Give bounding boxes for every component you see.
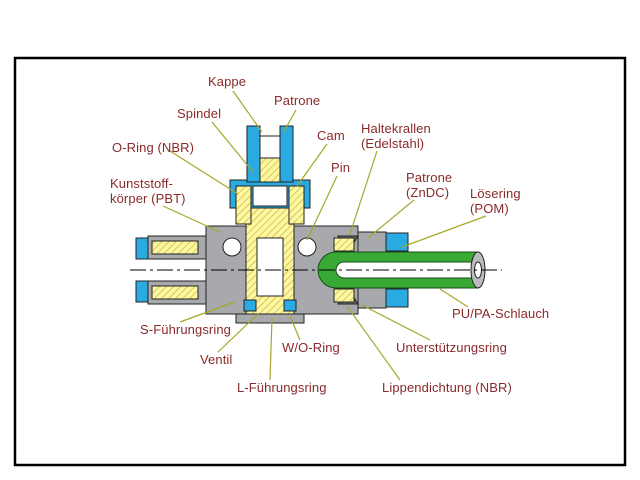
label-pu-pa-schlauch: PU/PA-Schlauch xyxy=(452,306,550,321)
leader-pu-pa-schlauch xyxy=(439,288,469,308)
leader-unterstuetzungsring xyxy=(361,304,431,341)
label-w-o-ring: W/O-Ring xyxy=(282,340,340,355)
leader-haltekrallen xyxy=(349,150,378,235)
leader-cam xyxy=(296,143,328,187)
label-s-fuehrungsring: S-Führungsring xyxy=(140,322,231,337)
label-kappe: Kappe xyxy=(208,74,247,89)
stem-right xyxy=(279,125,294,183)
leader-kunststoffkoerper xyxy=(162,205,221,233)
cam-hole-left xyxy=(222,237,242,257)
lip-seal-bottom xyxy=(333,288,355,303)
pin-hole-right xyxy=(297,237,317,257)
label-o-ring: O-Ring (NBR) xyxy=(112,140,195,155)
stem-left xyxy=(246,125,261,183)
label-l-fuehrungsring: L-Führungsring xyxy=(237,380,327,395)
leader-l-fuehrungsring xyxy=(269,317,273,381)
label-patrone-top: Patrone xyxy=(274,93,321,108)
lip-seal-top xyxy=(333,237,355,252)
left-seal-top xyxy=(151,240,199,255)
label-cam: Cam xyxy=(317,128,345,143)
stem-seal xyxy=(259,157,281,183)
leader-lippendichtung xyxy=(346,305,401,381)
left-arm-cap-top xyxy=(135,237,149,260)
label-pin: Pin xyxy=(331,160,351,175)
wo-ring-right xyxy=(283,299,297,312)
valve-bottom-cap xyxy=(235,313,305,324)
label-patrone-zndc: Patrone (ZnDC) xyxy=(406,170,453,200)
wo-ring-left xyxy=(243,299,257,312)
label-kunststoffkoerper: Kunststoff- körper (PBT) xyxy=(110,176,186,206)
leader-s-fuehrungsring xyxy=(179,301,236,323)
label-ventil: Ventil xyxy=(200,352,233,367)
left-seal-bottom xyxy=(151,285,199,300)
o-ring-seal-right xyxy=(288,185,305,225)
label-lippendichtung: Lippendichtung (NBR) xyxy=(382,380,512,395)
o-ring-seal-left xyxy=(235,185,252,225)
leader-patrone-top xyxy=(282,109,297,134)
leader-kappe xyxy=(232,90,263,133)
label-spindel: Spindel xyxy=(177,106,222,121)
valve-bore xyxy=(256,237,284,297)
label-loesering: Lösering (POM) xyxy=(470,186,521,216)
leader-spindel xyxy=(211,121,254,173)
leader-w-o-ring xyxy=(289,315,301,341)
leader-pin xyxy=(306,175,338,241)
left-arm-cap-bottom xyxy=(135,280,149,303)
leader-lines xyxy=(162,90,487,381)
cartridge-bore xyxy=(252,185,288,207)
leader-o-ring xyxy=(169,150,239,195)
leader-loesering xyxy=(401,215,487,248)
label-unterstuetzungsring: Unterstützungsring xyxy=(396,340,507,355)
leader-ventil xyxy=(217,313,259,353)
leader-patrone-zndc xyxy=(367,199,415,239)
label-haltekrallen: Haltekrallen (Edelstahl) xyxy=(361,121,431,151)
